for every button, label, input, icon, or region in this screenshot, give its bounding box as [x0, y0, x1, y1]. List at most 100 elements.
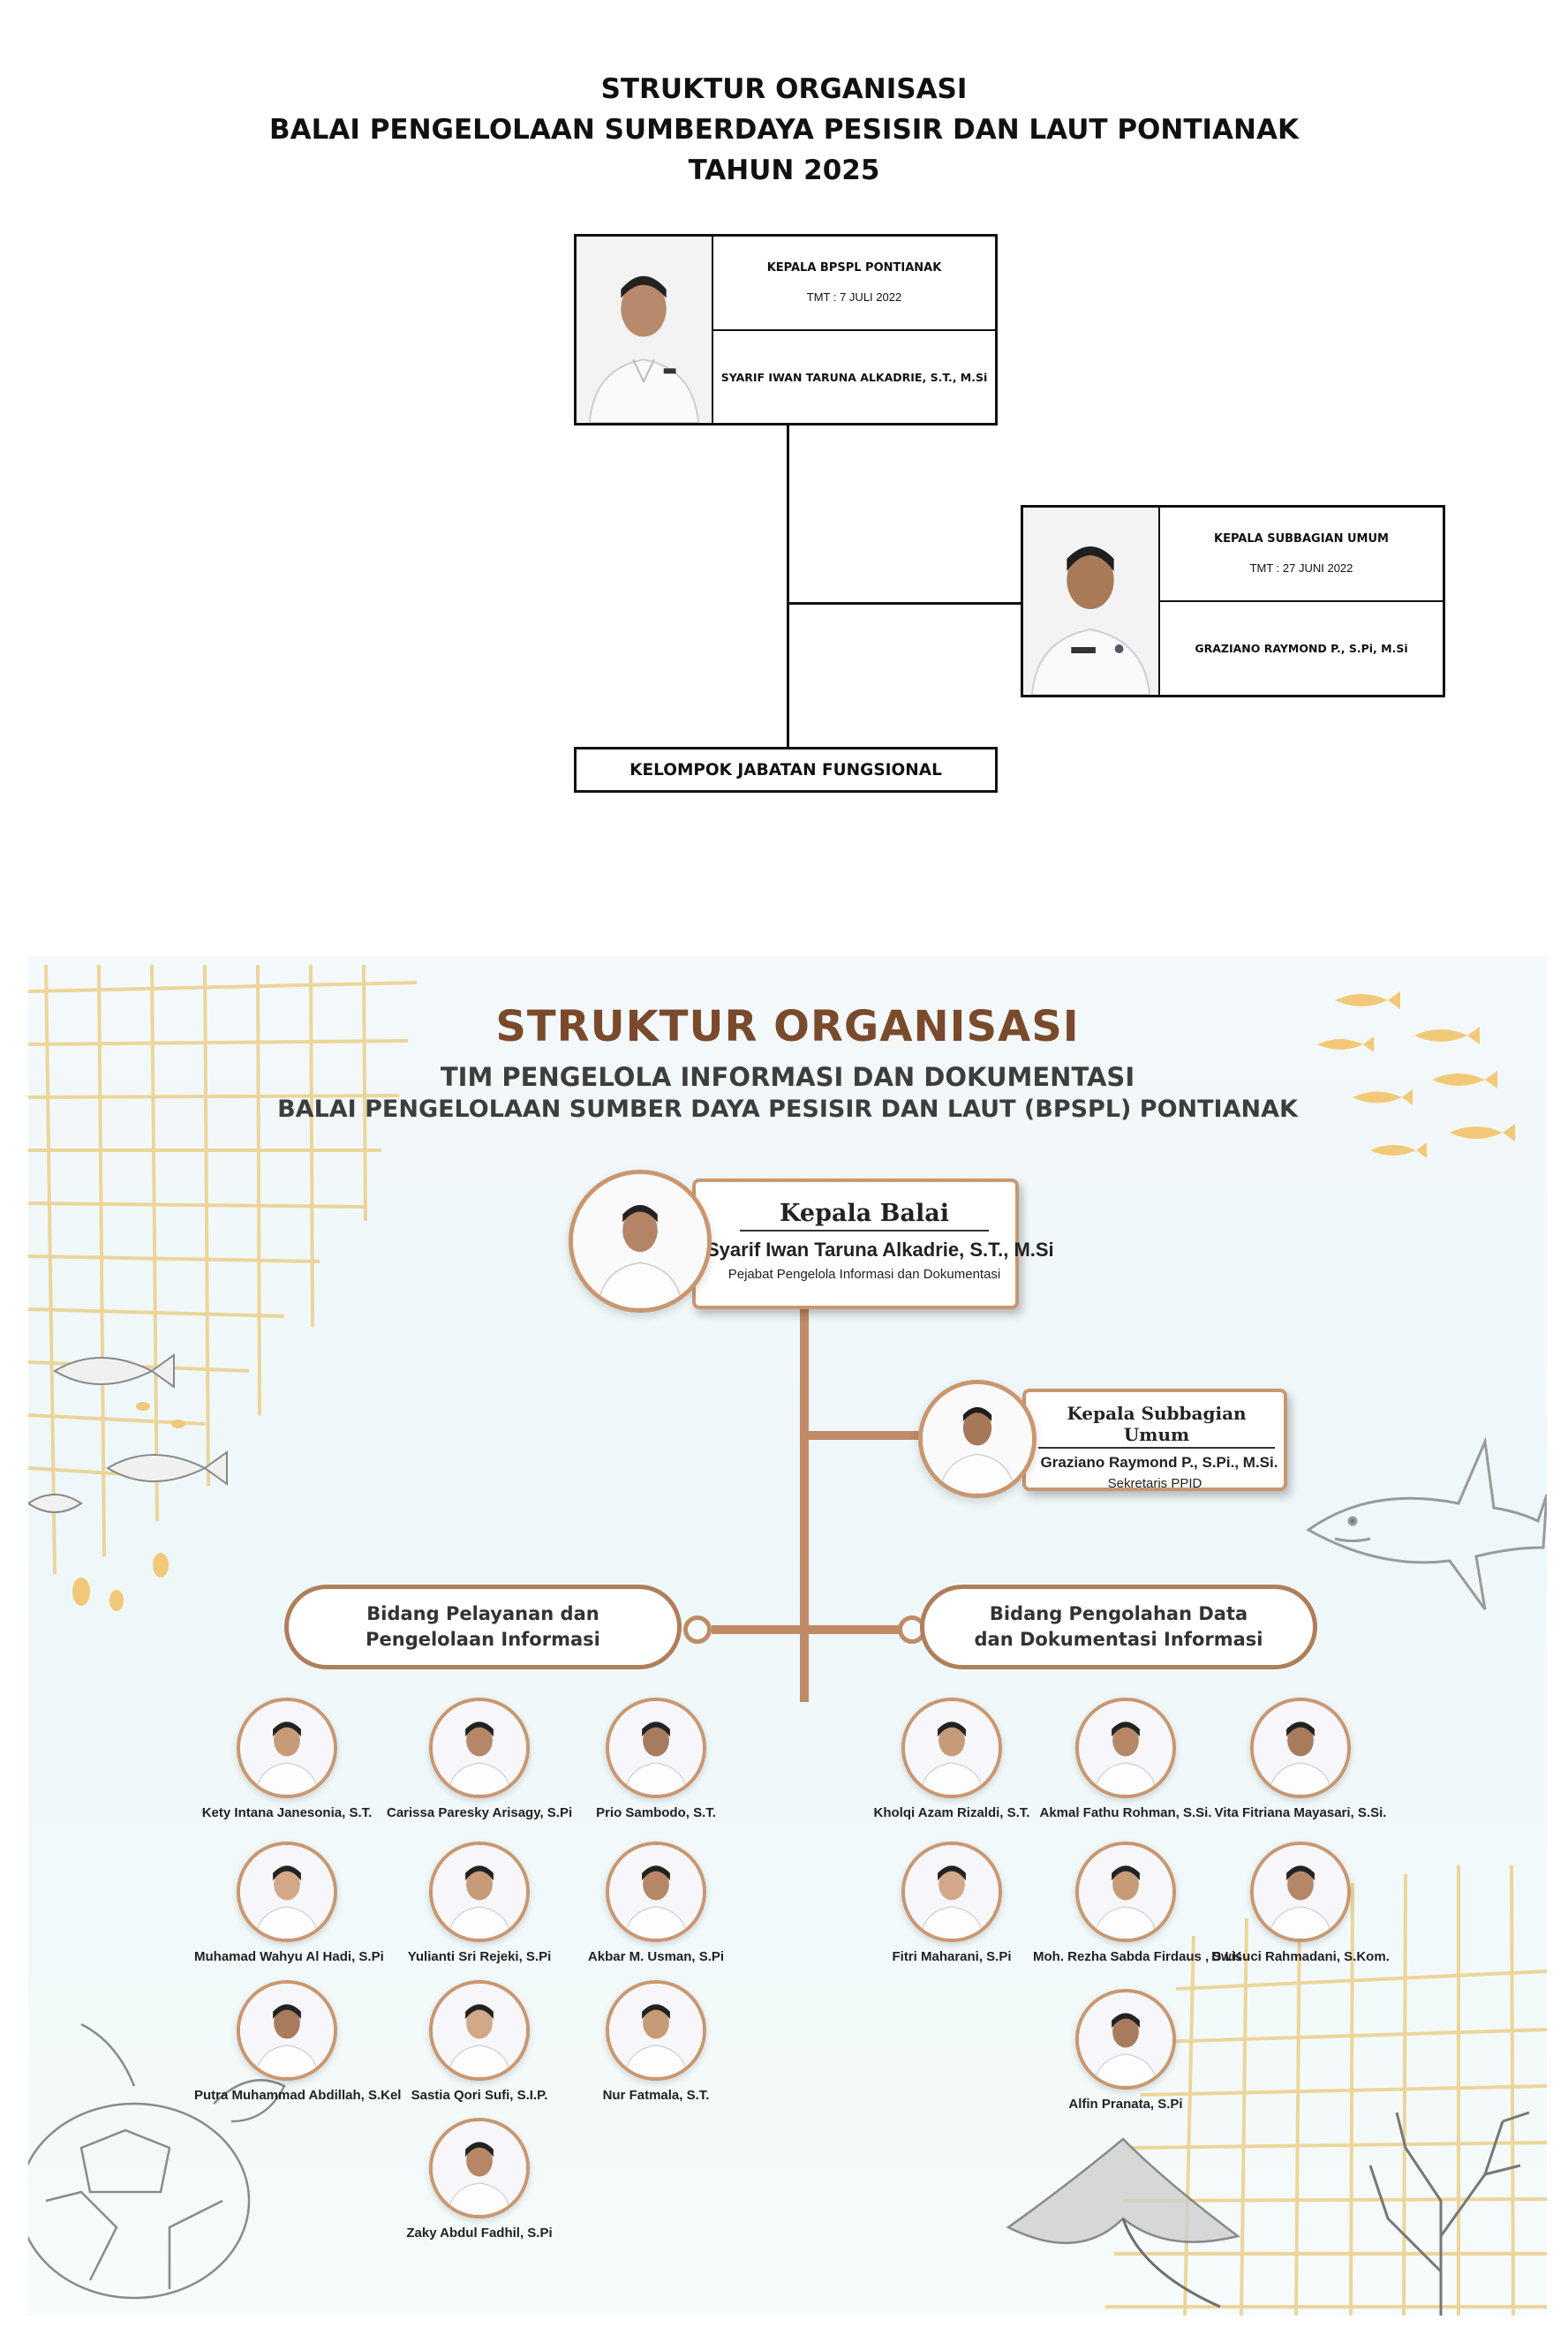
bidang-right-line: Bidang Pengolahan Data: [989, 1603, 1248, 1624]
member-photo: [901, 1698, 1002, 1798]
member-photo: [429, 1842, 530, 1942]
chart1-sub-box: KEPALA SUBBAGIAN UMUM TMT : 27 JUNI 2022…: [1021, 505, 1445, 697]
person-photo-icon: [240, 1701, 334, 1795]
member-card: Yulianti Sri Rejeki, S.Pi: [387, 1842, 572, 1964]
member-name: Prio Sambodo, S.T.: [596, 1805, 716, 1820]
member-card: Vita Fitriana Mayasari, S.Si.: [1208, 1698, 1393, 1820]
stingray-icon: [1006, 2137, 1240, 2309]
member-photo: [1250, 1842, 1351, 1942]
chart1-title: STRUKTUR ORGANISASI BALAI PENGELOLAAN SU…: [0, 69, 1568, 191]
turtle-icon: [28, 2022, 286, 2300]
sub-position: Kepala Subbagian Umum: [1038, 1403, 1275, 1449]
person-photo-icon: [609, 1984, 703, 2077]
member-photo: [1075, 1842, 1176, 1942]
person-photo-icon: [433, 1845, 526, 1939]
member-card: Nur Fatmala, S.T.: [563, 1980, 749, 2103]
head-role: Pejabat Pengelola Informasi dan Dokument…: [727, 1267, 1001, 1282]
sub-tmt: TMT : 27 JUNI 2022: [1249, 561, 1353, 575]
chart1-head-box: KEPALA BPSPL PONTIANAK TMT : 7 JULI 2022…: [574, 234, 998, 426]
grid-decoration: [28, 964, 418, 1575]
person-photo-icon: [1079, 1845, 1172, 1939]
member-card: Dwisuci Rahmadani, S.Kom.: [1208, 1842, 1393, 1964]
sub-role: Sekretaris PPID: [1107, 1476, 1202, 1491]
member-photo: [429, 2118, 530, 2218]
head-info-top: KEPALA BPSPL PONTIANAK TMT : 7 JULI 2022: [713, 237, 995, 331]
connector-vertical: [800, 1305, 809, 1702]
poster-title: STRUKTUR ORGANISASI: [495, 1002, 1080, 1051]
member-card: Fitri Maharani, S.Pi: [859, 1842, 1044, 1964]
bidang-pengolahan-box: Bidang Pengolahan Data dan Dokumentasi I…: [920, 1585, 1317, 1669]
poster-subtitle-2: BALAI PENGELOLAAN SUMBER DAYA PESISIR DA…: [277, 1096, 1298, 1123]
person-photo-icon: [573, 1174, 707, 1308]
sub-position: KEPALA SUBBAGIAN UMUM: [1214, 532, 1389, 546]
member-card: Prio Sambodo, S.T.: [563, 1698, 749, 1820]
sub-card: Kepala Subbagian Umum Graziano Raymond P…: [1022, 1389, 1287, 1491]
member-photo: [237, 1698, 337, 1798]
member-name: Putra Muhammad Abdillah, S.Kel: [194, 2088, 402, 2103]
connector-end-left: [683, 1616, 712, 1644]
fish-icon: [1317, 991, 1515, 1158]
member-name: Alfin Pranata, S.Pi: [1068, 2097, 1183, 2112]
member-photo: [606, 1980, 706, 2081]
bidang-left-line: Bidang Pelayanan dan: [366, 1603, 599, 1624]
coral-icon: [1368, 2111, 1530, 2316]
member-photo: [901, 1842, 1002, 1942]
member-card: Alfin Pranata, S.Pi: [1033, 1989, 1218, 2112]
person-photo-icon: [433, 1984, 526, 2077]
member-photo: [1075, 1698, 1176, 1798]
chart1-title-line: TAHUN 2025: [688, 154, 880, 186]
member-photo: [606, 1698, 706, 1798]
head-name: SYARIF IWAN TARUNA ALKADRIE, S.T., M.Si: [720, 370, 988, 384]
member-card: Putra Muhammad Abdillah, S.Kel: [194, 1980, 402, 2103]
person-photo-icon: [433, 1701, 526, 1795]
fungsional-box: KELOMPOK JABATAN FUNGSIONAL: [574, 747, 998, 793]
chart1-title-line: STRUKTUR ORGANISASI: [600, 73, 968, 105]
member-card: Moh. Rezha Sabda Firdaus , S.I.K: [1033, 1842, 1242, 1964]
member-photo: [606, 1842, 706, 1942]
bidang-left-line: Pengelolaan Informasi: [366, 1629, 600, 1650]
head-position: KEPALA BPSPL PONTIANAK: [766, 261, 942, 275]
person-photo-icon: [923, 1384, 1032, 1494]
member-name: Nur Fatmala, S.T.: [602, 2088, 710, 2103]
member-name: Muhamad Wahyu Al Hadi, S.Pi: [194, 1949, 384, 1964]
member-name: Fitri Maharani, S.Pi: [892, 1949, 1012, 1964]
person-photo-icon: [433, 2121, 526, 2215]
grid-decoration: [1105, 1865, 1547, 2316]
ppid-poster: STRUKTUR ORGANISASI TIM PENGELOLA INFORM…: [28, 956, 1547, 2316]
member-photo: [237, 1980, 337, 2081]
head-card: Kepala Balai Syarif Iwan Taruna Alkadrie…: [692, 1179, 1054, 1309]
connector-vertical: [787, 426, 789, 747]
sub-leader-card: Kepala Subbagian Umum Graziano Raymond P…: [918, 1380, 1307, 1512]
person-photo-icon: [609, 1701, 703, 1795]
head-name: Syarif Iwan Taruna Alkadrie, S.T., M.Si: [706, 1239, 1054, 1261]
member-photo: [237, 1842, 337, 1942]
fish-icon: [28, 1353, 228, 1611]
person-photo-icon: [1254, 1701, 1347, 1795]
sub-photo: [918, 1380, 1037, 1498]
person-photo-icon: [240, 1845, 334, 1939]
bidang-right-line: dan Dokumentasi Informasi: [974, 1629, 1263, 1650]
member-card: Zaky Abdul Fadhil, S.Pi: [387, 2118, 572, 2241]
person-photo-icon: [905, 1845, 999, 1939]
head-photo: [577, 237, 713, 423]
connector-horizontal: [787, 602, 1021, 605]
member-name: Dwisuci Rahmadani, S.Kom.: [1211, 1949, 1390, 1964]
member-photo: [429, 1698, 530, 1798]
member-card: Akmal Fathu Rohman, S.Si.: [1033, 1698, 1218, 1820]
member-name: Kholqi Azam Rizaldi, S.T.: [873, 1805, 1030, 1820]
member-name: Kety Intana Janesonia, S.T.: [201, 1805, 373, 1820]
head-position: Kepala Balai: [740, 1200, 989, 1232]
member-card: Sastia Qori Sufi, S.I.P.: [387, 1980, 572, 2103]
connector-to-sub: [803, 1431, 934, 1440]
person-photo-icon: [1079, 1992, 1172, 2086]
person-photo-icon: [1254, 1845, 1347, 1939]
member-photo: [1075, 1989, 1176, 2090]
member-name: Vita Fitriana Mayasari, S.Si.: [1214, 1805, 1387, 1820]
member-name: Carissa Paresky Arisagy, S.Pi: [387, 1805, 573, 1820]
person-photo-icon: [609, 1845, 703, 1939]
shark-icon: [1306, 1436, 1547, 1610]
member-photo: [1250, 1698, 1351, 1798]
member-name: Yulianti Sri Rejeki, S.Pi: [407, 1949, 552, 1964]
member-name: Akmal Fathu Rohman, S.Si.: [1039, 1805, 1212, 1820]
person-photo-icon: [240, 1984, 334, 2077]
